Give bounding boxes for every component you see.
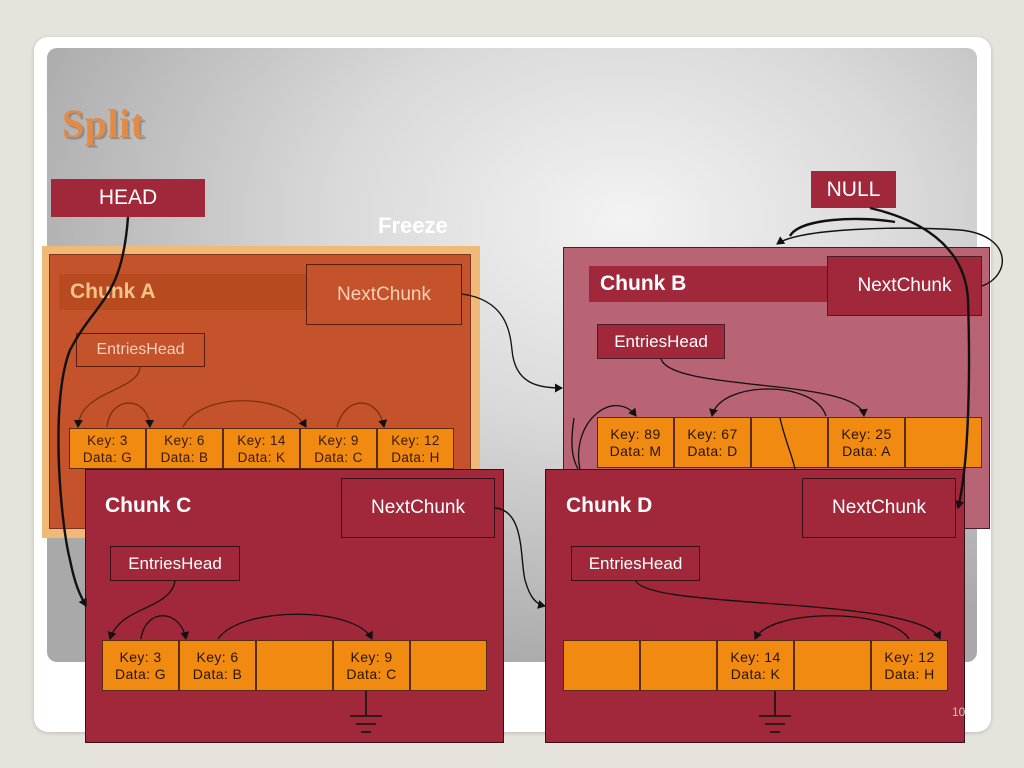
freeze-label: Freeze [378, 213, 448, 238]
chunk-c-next-chunk: NextChunk [341, 478, 495, 538]
null-label: NULL [811, 171, 896, 208]
entry-key: Key: 67 [687, 425, 738, 442]
entry-key: Key: 25 [841, 425, 892, 442]
chunk-c-title: Chunk C [105, 494, 192, 517]
entry-cell [256, 640, 333, 691]
entry-data: Data: C [314, 449, 363, 465]
chunk-d-entries-head: EntriesHead [571, 546, 700, 581]
entry-cell [640, 640, 717, 691]
entry-data: Data: C [346, 665, 397, 682]
entry-cell [410, 640, 487, 691]
entry-data: Data: M [609, 442, 662, 459]
entry-data: Data: A [842, 442, 891, 459]
entry-data: Data: G [114, 665, 167, 682]
entry-key: Key: 9 [318, 432, 359, 448]
entry-data: Data: B [160, 449, 209, 465]
entry-data: Data: H [391, 449, 440, 465]
entry-key: Key: 3 [87, 432, 128, 448]
chunk-b-title: Chunk B [600, 272, 687, 295]
entry-data: Data: K [237, 449, 286, 465]
entry-key: Key: 12 [884, 648, 935, 665]
entry-key: Key: 6 [196, 648, 239, 665]
head-pointer-label: HEAD [51, 179, 205, 217]
entry-data: Data: H [884, 665, 935, 682]
chunk-b-next-chunk: NextChunk [827, 256, 982, 316]
entry-cell [751, 417, 828, 468]
slide-title: Split [62, 101, 145, 146]
page-number: 10 [952, 705, 966, 719]
chunk-d-title: Chunk D [566, 494, 653, 517]
entry-cell [905, 417, 982, 468]
chunk-a-next-chunk: NextChunk [306, 264, 462, 325]
chunk-a-title: Chunk A [70, 280, 156, 303]
chunk-b-entries-head: EntriesHead [597, 324, 725, 359]
entry-data: Data: G [82, 449, 133, 465]
entry-data: Data: K [730, 665, 781, 682]
chunk-c-entries-head: EntriesHead [110, 546, 240, 581]
entry-data: Data: D [687, 442, 738, 459]
entry-cell [563, 640, 640, 691]
chunk-d-next-chunk: NextChunk [802, 478, 956, 538]
entry-key: Key: 89 [610, 425, 661, 442]
entry-key: Key: 3 [119, 648, 162, 665]
chunk-a-entries-head: EntriesHead [76, 333, 205, 367]
entry-key: Key: 14 [730, 648, 781, 665]
entry-key: Key: 12 [391, 432, 440, 448]
entry-data: Data: B [192, 665, 243, 682]
entry-cell [794, 640, 871, 691]
entry-key: Key: 9 [350, 648, 393, 665]
entry-key: Key: 6 [164, 432, 205, 448]
entry-key: Key: 14 [237, 432, 286, 448]
